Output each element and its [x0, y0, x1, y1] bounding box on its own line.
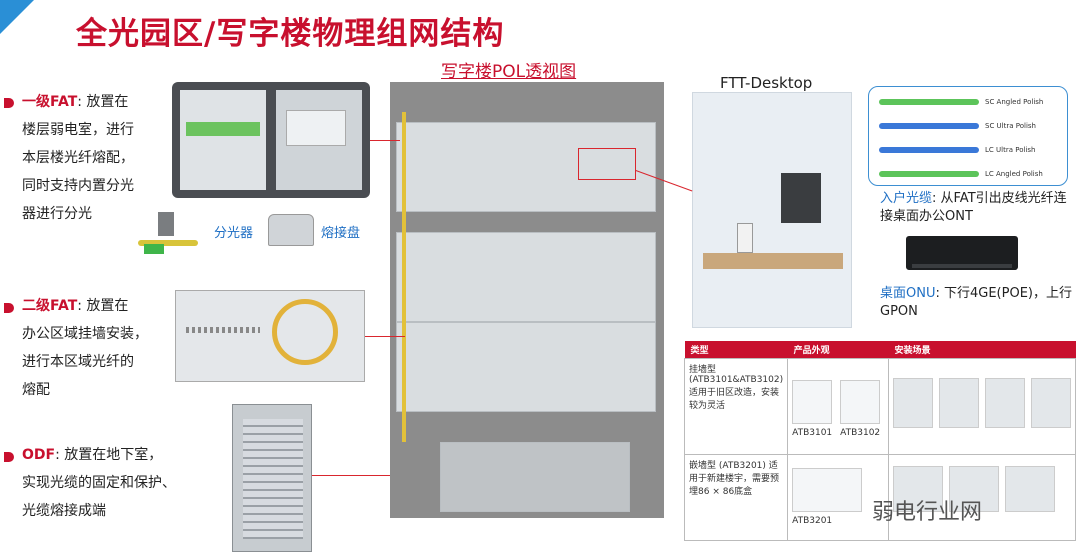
fat2-line-2: 进行本区域光纤的 — [22, 354, 134, 370]
scene-image — [1005, 466, 1055, 512]
scene-image — [949, 466, 999, 512]
floor-top — [396, 122, 656, 212]
table-header-scene: 安装场景 — [888, 341, 1076, 359]
cable-label-3: LC Angled Polish — [985, 170, 1043, 178]
product-label-atb3201: ATB3201 — [792, 516, 833, 526]
bullet-odf — [4, 452, 14, 462]
product-table: 类型 产品外观 安装场景 挂墙型 (ATB3101&ATB3102) 适用于旧区… — [683, 341, 1076, 541]
scene-image — [893, 466, 943, 512]
zoom-highlight-box — [578, 148, 636, 180]
odf-line-1: 实现光缆的固定和保护、 — [22, 475, 176, 491]
fat2-description: 二级FAT: 放置在 办公区域挂墙安装， 进行本区域光纤的 熔配 — [22, 292, 148, 404]
patch-cord-types-panel: SC Angled Polish SC Ultra Polish LC Ultr… — [868, 86, 1068, 186]
building-diagram-title: 写字楼POL透视图 — [441, 62, 577, 82]
fat2-line-0: : 放置在 — [77, 298, 129, 314]
fat2-box-image — [175, 290, 365, 382]
fat1-box-image — [172, 82, 370, 198]
row-scene-wall-mount — [888, 358, 1076, 455]
row-type-in-wall: 嵌墙型 (ATB3201) 适用于新建楼宇，需要预埋86 × 86底盒 — [683, 454, 789, 541]
cable-sc-upc — [879, 123, 979, 129]
cable-label-0: SC Angled Polish — [985, 98, 1044, 106]
bullet-fat2 — [4, 303, 14, 313]
scene-image — [939, 378, 979, 428]
fat1-head: 一级FAT — [22, 94, 78, 110]
fat1-description: 一级FAT: 放置在 楼层弱电室，进行 本层楼光纤熔配， 同时支持内置分光 器进… — [22, 88, 134, 228]
odf-head: ODF — [22, 447, 56, 463]
splitter-image — [138, 212, 198, 254]
floor-middle — [396, 232, 656, 322]
atb3102-image — [840, 380, 881, 424]
connector-fat1 — [370, 140, 400, 141]
fat2-line-3: 熔配 — [22, 382, 50, 398]
cable-sc-apc — [879, 99, 979, 105]
product-label-atb3101: ATB3101 — [792, 428, 833, 438]
scene-image — [985, 378, 1025, 428]
table-row: 嵌墙型 (ATB3201) 适用于新建楼宇，需要预埋86 × 86底盒 ATB3… — [683, 454, 1076, 541]
table-row: 挂墙型 (ATB3101&ATB3102) 适用于旧区改造，安装较为灵活 ATB… — [683, 358, 1076, 455]
cable-label-1: SC Ultra Polish — [985, 122, 1036, 130]
product-label-atb3102: ATB3102 — [840, 428, 881, 438]
onu-head: 桌面ONU — [880, 286, 936, 301]
atb3101-image — [792, 380, 833, 424]
riser-cable — [402, 112, 406, 442]
onu-description: 桌面ONU: 下行4GE(POE)，上行GPON — [880, 285, 1076, 321]
drop-cable-description: 入户光缆: 从FAT引出皮线光纤连接桌面办公ONT — [880, 190, 1076, 226]
fat1-line-1: 楼层弱电室，进行 — [22, 122, 134, 138]
desktop-scene-image — [692, 92, 852, 328]
basement-floor — [440, 442, 630, 512]
row-type-wall-mount: 挂墙型 (ATB3101&ATB3102) 适用于旧区改造，安装较为灵活 — [683, 358, 789, 455]
drop-cable-text: : 从FAT引出皮线光纤连接桌面办公ONT — [880, 191, 1067, 224]
fat2-line-1: 办公区域挂墙安装， — [22, 326, 148, 342]
odf-rack-image — [232, 404, 312, 552]
fat1-line-3: 同时支持内置分光 — [22, 178, 134, 194]
scene-image — [893, 378, 933, 428]
odf-line-0: : 放置在地下室， — [55, 447, 163, 463]
connector-odf — [312, 475, 390, 476]
fat1-line-2: 本层楼光纤熔配， — [22, 150, 134, 166]
scene-image — [1031, 378, 1071, 428]
drop-cable-head: 入户光缆 — [880, 191, 933, 206]
row-scene-in-wall — [888, 454, 1076, 541]
watermark: 弱电行业网 — [872, 500, 983, 525]
onu-text: : 下行4GE(POE)，上行GPON — [880, 286, 1072, 319]
corner-triangle-decoration — [0, 0, 34, 34]
page-title: 全光园区/写字楼物理组网结构 — [76, 16, 505, 52]
row-products-in-wall: ATB3201 — [787, 454, 889, 541]
fat1-line-0: : 放置在 — [77, 94, 129, 110]
cable-lc-apc — [879, 171, 979, 177]
splice-tray-label: 熔接盘 — [321, 226, 361, 241]
splice-tray-image — [268, 214, 314, 246]
fat1-line-4: 器进行分光 — [22, 206, 92, 222]
onu-device-image — [906, 236, 1018, 270]
odf-line-2: 光缆熔接成端 — [22, 503, 106, 519]
table-header-type: 类型 — [684, 341, 788, 359]
odf-description: ODF: 放置在地下室， 实现光缆的固定和保护、 光缆熔接成端 — [22, 441, 176, 525]
atb3201-image — [792, 468, 863, 512]
ftt-desktop-title: FTT-Desktop — [720, 74, 813, 92]
floor-lower — [396, 322, 656, 412]
splitter-label: 分光器 — [214, 226, 254, 241]
cable-lc-upc — [879, 147, 979, 153]
cable-label-2: LC Ultra Polish — [985, 146, 1036, 154]
building-cutaway-diagram — [390, 82, 664, 518]
fat2-head: 二级FAT — [22, 298, 78, 314]
table-header-appearance: 产品外观 — [787, 341, 889, 359]
connector-fat2 — [365, 336, 405, 337]
bullet-fat1 — [4, 98, 14, 108]
row-products-wall-mount: ATB3101 ATB3102 — [787, 358, 889, 455]
